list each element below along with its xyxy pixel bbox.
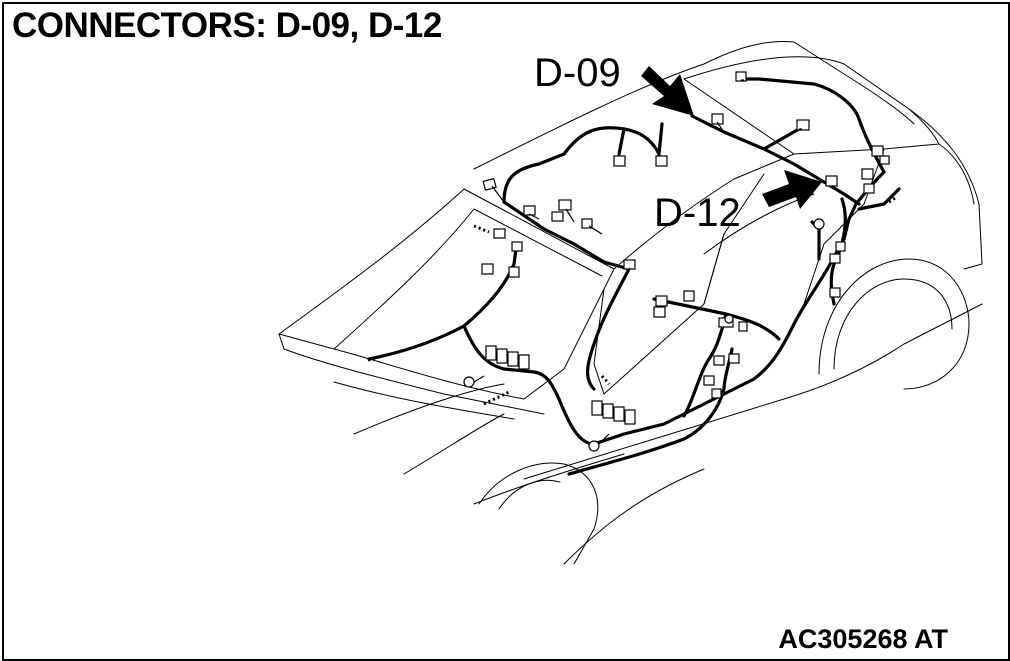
car-front-wheel-arch [478, 462, 599, 565]
connector [581, 218, 593, 229]
connector [523, 205, 536, 216]
connector [738, 321, 748, 332]
harness-windshield-left [367, 247, 518, 361]
connector-block [496, 348, 508, 364]
car-body-outline [278, 40, 983, 565]
car-roof-outline [473, 40, 915, 170]
car-hood-lines [333, 381, 515, 475]
connector-group [463, 71, 890, 452]
harness-rear-crossbar [690, 114, 861, 206]
connector-block [485, 345, 497, 361]
connector [735, 71, 747, 82]
harness-roof-front [502, 126, 661, 204]
car-rear-pillar [908, 108, 983, 270]
connector [879, 155, 890, 165]
vehicle-harness-illustration: D-09 D-12 [278, 40, 983, 565]
harness-floor-stub [568, 470, 578, 476]
car-trunk-edge [938, 143, 975, 205]
connector [655, 155, 668, 167]
car-lower-body [473, 453, 705, 565]
connector [703, 375, 715, 386]
car-side-sill [523, 303, 983, 480]
harness-rear-stub [888, 195, 898, 204]
connector-block [624, 409, 636, 425]
car-front-wheel-arch-inner [498, 479, 561, 510]
connector-block [507, 351, 519, 367]
connector-block [613, 406, 625, 422]
callout-label-d09: D-09 [534, 51, 621, 95]
figure-code: AC305268 AT [778, 624, 948, 654]
car-rear-window [683, 56, 940, 155]
connector [711, 388, 722, 399]
connector [551, 211, 564, 222]
connector-block [518, 354, 530, 370]
connector [711, 113, 724, 125]
connector [655, 295, 668, 307]
car-dash-line [278, 333, 545, 415]
connector [493, 228, 506, 239]
harness-rear-pillar [740, 77, 886, 174]
connector [613, 155, 626, 167]
connector [481, 263, 494, 275]
connector-block [602, 403, 614, 419]
harness-floor [567, 347, 734, 476]
connector [558, 199, 572, 211]
car-roof-centre-line [613, 153, 795, 270]
harness-left-stub [367, 356, 377, 362]
car-rear-wheel-arch-inner [833, 278, 953, 370]
harness-windshield-stub [473, 224, 490, 234]
callout-d12: D-12 [654, 170, 822, 235]
connector [863, 183, 875, 194]
connector-lead [473, 79, 802, 445]
ground-terminal [724, 314, 734, 324]
connector [796, 119, 810, 131]
callout-arrow-d09 [641, 66, 694, 116]
connector [861, 168, 874, 180]
connector [511, 241, 523, 252]
ground-terminal [588, 440, 600, 452]
connector [871, 145, 884, 157]
connector [683, 290, 695, 302]
car-door-line [593, 173, 765, 395]
car-windshield-inner [333, 208, 603, 350]
ground-terminal [813, 218, 825, 230]
car-rear-wheel-arch [818, 258, 970, 390]
connector [623, 259, 636, 270]
harness-door-stub [600, 375, 611, 385]
callout-label-d12: D-12 [654, 191, 741, 235]
harness-roof-to-rear [617, 122, 664, 156]
connector [835, 241, 846, 252]
connector-block [591, 400, 603, 416]
callout-d09: D-09 [534, 51, 694, 116]
connector [728, 353, 740, 364]
connector [829, 253, 841, 264]
car-windshield [278, 188, 615, 400]
connector [508, 266, 520, 278]
connector [829, 287, 841, 298]
connector [653, 306, 666, 318]
ground-terminal [463, 376, 475, 388]
page-title: CONNECTORS: D-09, D-12 [12, 6, 442, 45]
connector [713, 355, 725, 366]
callout-arrow-d12 [762, 170, 822, 209]
connector [825, 175, 838, 187]
